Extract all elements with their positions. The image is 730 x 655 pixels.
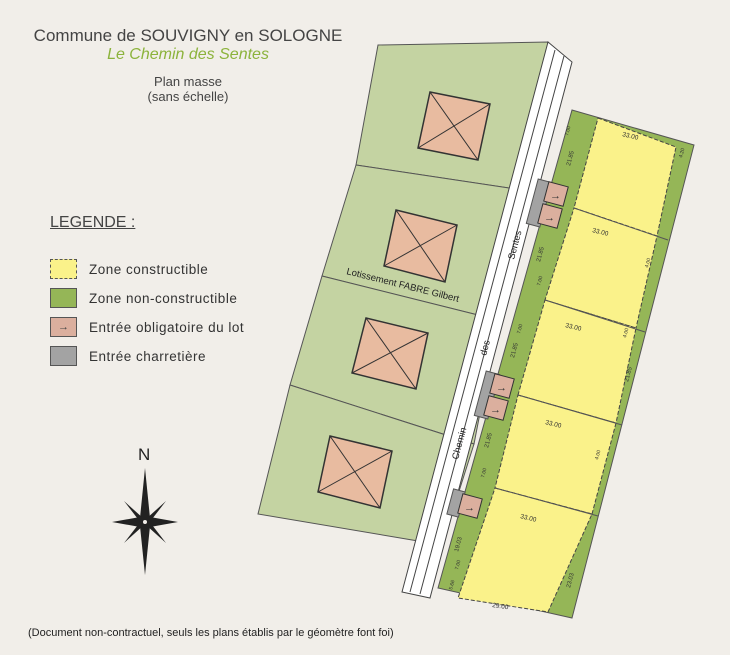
entry-2b: [483, 395, 509, 421]
dim-small-3: 7.00: [516, 323, 524, 334]
dim-small-7: 4.00: [622, 327, 630, 338]
entry-2a-arrow: →: [496, 382, 507, 394]
legend-item-nonbuildable: Zone non-constructible: [50, 287, 237, 309]
dim-side-3: 21.85: [510, 342, 520, 359]
dim-small-6: 4.00: [644, 257, 652, 268]
north-label: N: [138, 445, 150, 464]
entry-3: [457, 493, 483, 519]
road-label-des: des: [478, 339, 493, 357]
entry-1b-arrow: →: [544, 212, 555, 224]
legend-label-nonbuildable: Zone non-constructible: [89, 290, 238, 306]
dim-lot3-width: 33.00: [565, 322, 583, 333]
entry-3-arrow: →: [464, 502, 475, 514]
house-3: [351, 317, 429, 390]
plan-caption-line1: Plan masse: [154, 74, 222, 89]
dim-small-1: 7.00: [564, 125, 572, 136]
legend-swatch-buildable: [50, 259, 77, 279]
existing-houses: [317, 91, 491, 509]
dim-lot1-width: 33.00: [622, 131, 640, 142]
entrances: → → → → →: [446, 178, 569, 519]
entry-1a-arrow: →: [550, 190, 561, 202]
disclaimer-footer: (Document non-contractuel, seuls les pla…: [28, 627, 394, 639]
dim-side-7: 23.03: [566, 572, 576, 589]
dim-small-4: 7.00: [480, 467, 488, 478]
dim-side-6: 19.03: [454, 536, 464, 553]
house-4: [317, 435, 393, 509]
dim-side-2: 21.85: [536, 246, 546, 263]
dim-side-4: 21.85: [484, 432, 494, 449]
dim-small-8: 4.00: [594, 449, 602, 460]
project-title: Le Chemin des Sentes: [107, 46, 269, 63]
compass-rose-icon: N: [112, 445, 178, 575]
dim-side-5: 21.85: [624, 366, 634, 383]
entry-2b-arrow: →: [490, 404, 501, 416]
legend-swatch-gate: [50, 346, 77, 366]
road: [401, 41, 573, 599]
dim-lot5-width: 33.00: [520, 513, 538, 524]
dim-lot4-width: 33.00: [545, 419, 563, 430]
legend-title: LEGENDE :: [50, 214, 136, 231]
entry-1b: [537, 203, 563, 229]
dim-small-9: 5.66: [448, 579, 456, 590]
legend-swatch-nonbuildable: [50, 288, 77, 308]
dim-bottom: 29.00: [492, 602, 509, 611]
legend-label-entry: Entrée obligatoire du lot: [89, 319, 245, 335]
dim-lot2-width: 33.00: [592, 227, 610, 238]
legend-item-entry: → Entrée obligatoire du lot: [50, 316, 244, 338]
dim-side-1: 21.85: [566, 150, 576, 167]
plan-caption-line2: (sans échelle): [147, 89, 229, 104]
dimension-labels: 33.00 33.00 33.00 33.00 33.00 21.85 21.8…: [448, 125, 686, 611]
legend-label-gate: Entrée charretière: [89, 348, 207, 364]
commune-title: Commune de SOUVIGNY en SOLOGNE: [33, 26, 343, 45]
legend-item-gate: Entrée charretière: [50, 345, 206, 367]
plan-caption: Plan masse (sans échelle): [0, 74, 376, 104]
legend-label-buildable: Zone constructible: [89, 261, 209, 277]
new-lots: [437, 109, 695, 619]
house-2: [383, 209, 458, 283]
house-1: [417, 91, 491, 161]
entry-1a: [543, 181, 569, 207]
dim-small-5: 7.00: [454, 559, 462, 570]
entry-2a: [489, 373, 515, 399]
dim-small-10: 4.20: [678, 147, 686, 158]
dim-small-2: 7.00: [536, 275, 544, 286]
legend-item-buildable: Zone constructible: [50, 258, 208, 280]
legend-swatch-entry: →: [50, 317, 77, 337]
